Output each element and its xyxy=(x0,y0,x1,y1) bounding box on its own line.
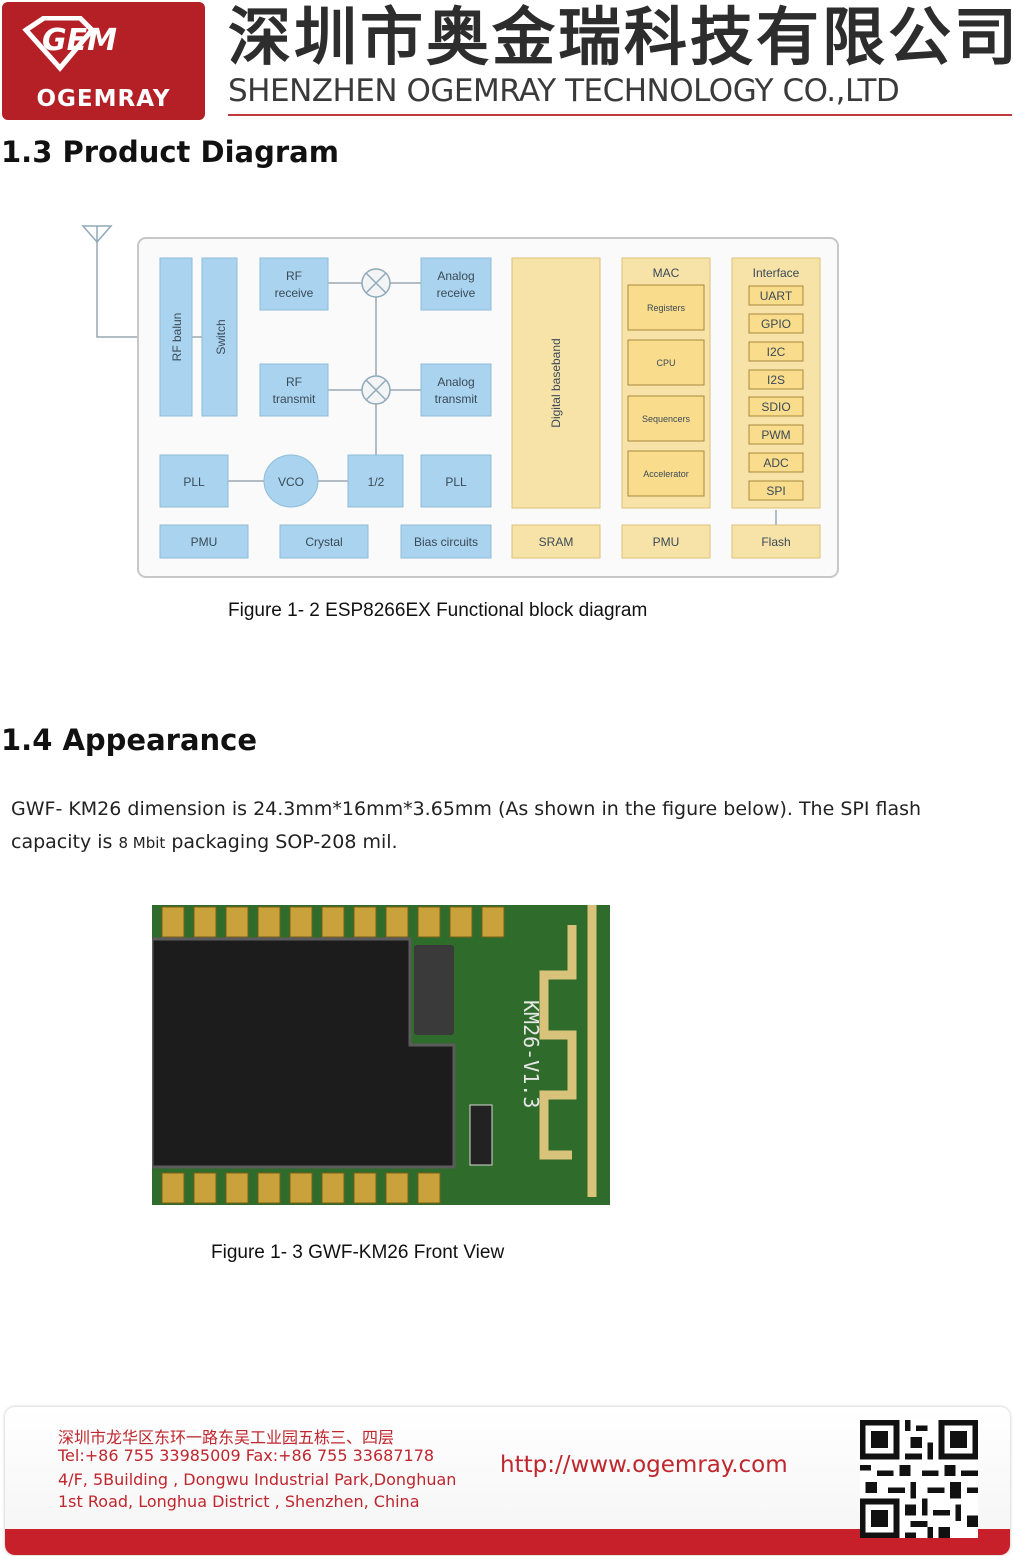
label-if-adc: ADC xyxy=(763,456,789,470)
header-divider xyxy=(228,114,1012,116)
label-if-pwm: PWM xyxy=(761,428,790,442)
module-silkscreen-label: KM26-V1.3 xyxy=(519,1000,543,1108)
flash-capacity: 8 Mbit xyxy=(118,834,166,852)
label-if-uart: UART xyxy=(760,289,793,303)
label-vco: VCO xyxy=(278,475,304,489)
qr-code-icon xyxy=(860,1420,978,1538)
label-half: 1/2 xyxy=(368,475,385,489)
pcb-antenna-trace-icon xyxy=(539,905,597,1197)
label-pmu-left: PMU xyxy=(191,535,218,549)
label-if-gpio: GPIO xyxy=(761,317,791,331)
label-pll-right: PLL xyxy=(445,475,467,489)
label-if-spi: SPI xyxy=(766,484,785,498)
label-crystal: Crystal xyxy=(305,535,342,549)
figure-caption-1-3: Figure 1- 3 GWF-KM26 Front View xyxy=(211,1242,505,1263)
label-mac-cpu: CPU xyxy=(656,358,675,368)
figure-caption-1-2: Figure 1- 2 ESP8266EX Functional block d… xyxy=(228,600,648,621)
appearance-paragraph: GWF- KM26 dimension is 24.3mm*16mm*3.65m… xyxy=(11,793,1011,860)
section-title-product-diagram: 1.3 Product Diagram xyxy=(1,135,339,169)
label-switch: Switch xyxy=(214,319,228,354)
gem-logo-mark-icon: GEM xyxy=(22,16,117,72)
page-footer xyxy=(5,1407,1010,1555)
functional-block-diagram: RF balun Switch RF receive RF transmit A… xyxy=(81,225,839,578)
paragraph-line-2-suffix: packaging SOP-208 mil. xyxy=(165,831,398,853)
label-rf-transmit-2: transmit xyxy=(273,392,316,406)
label-pll-left: PLL xyxy=(183,475,205,489)
label-rf-balun: RF balun xyxy=(170,313,184,362)
label-if-i2s: I2S xyxy=(767,373,785,387)
label-rf-receive-1: RF xyxy=(286,269,302,283)
label-bias-circuits: Bias circuits xyxy=(414,535,478,549)
svg-text:GEM: GEM xyxy=(42,23,117,58)
paragraph-line-1: GWF- KM26 dimension is 24.3mm*16mm*3.65m… xyxy=(11,798,922,820)
label-analog-transmit-1: Analog xyxy=(437,375,474,389)
label-mac-title: MAC xyxy=(653,266,680,280)
footer-tel-fax: Tel:+86 755 33985009 Fax:+86 755 3368717… xyxy=(58,1446,435,1465)
label-digital-baseband: Digital baseband xyxy=(549,338,563,427)
section-title-appearance: 1.4 Appearance xyxy=(1,723,258,757)
label-analog-receive-2: receive xyxy=(437,286,476,300)
module-front-photo: KM26-V1.3 xyxy=(152,905,610,1205)
label-analog-transmit-2: transmit xyxy=(435,392,478,406)
company-logo: GEM OGEMRAY xyxy=(2,2,205,120)
label-sram: SRAM xyxy=(539,535,574,549)
paragraph-line-2-prefix: capacity is xyxy=(11,831,119,853)
logo-brand-text: OGEMRAY xyxy=(36,86,171,112)
footer-website-link[interactable]: http://www.ogemray.com xyxy=(500,1452,788,1478)
label-analog-receive-1: Analog xyxy=(437,269,474,283)
label-mac-sequencers: Sequencers xyxy=(642,414,691,424)
label-flash: Flash xyxy=(761,535,790,549)
label-interface-title: Interface xyxy=(753,266,800,280)
footer-address-english-2: 1st Road, Longhua District , Shenzhen, C… xyxy=(58,1492,420,1511)
label-rf-transmit-1: RF xyxy=(286,375,302,389)
label-rf-receive-2: receive xyxy=(275,286,314,300)
footer-red-bar xyxy=(5,1529,1010,1555)
label-mac-registers: Registers xyxy=(647,303,686,313)
company-name-english: SHENZHEN OGEMRAY TECHNOLOGY CO.,LTD xyxy=(228,73,900,109)
company-name-chinese: 深圳市奥金瑞科技有限公司 xyxy=(228,1,1014,74)
label-if-i2c: I2C xyxy=(767,345,786,359)
footer-address-chinese: 深圳市龙华区东环一路东吴工业园五栋三、四层 xyxy=(58,1428,395,1447)
label-if-sdio: SDIO xyxy=(761,400,790,414)
footer-address-english-1: 4/F, 5Building , Dongwu Industrial Park,… xyxy=(58,1470,457,1489)
paragraph-line-2: capacity is 8 Mbit packaging SOP-208 mil… xyxy=(11,826,1011,860)
label-pmu-mid: PMU xyxy=(653,535,680,549)
label-mac-accelerator: Accelerator xyxy=(643,469,689,479)
